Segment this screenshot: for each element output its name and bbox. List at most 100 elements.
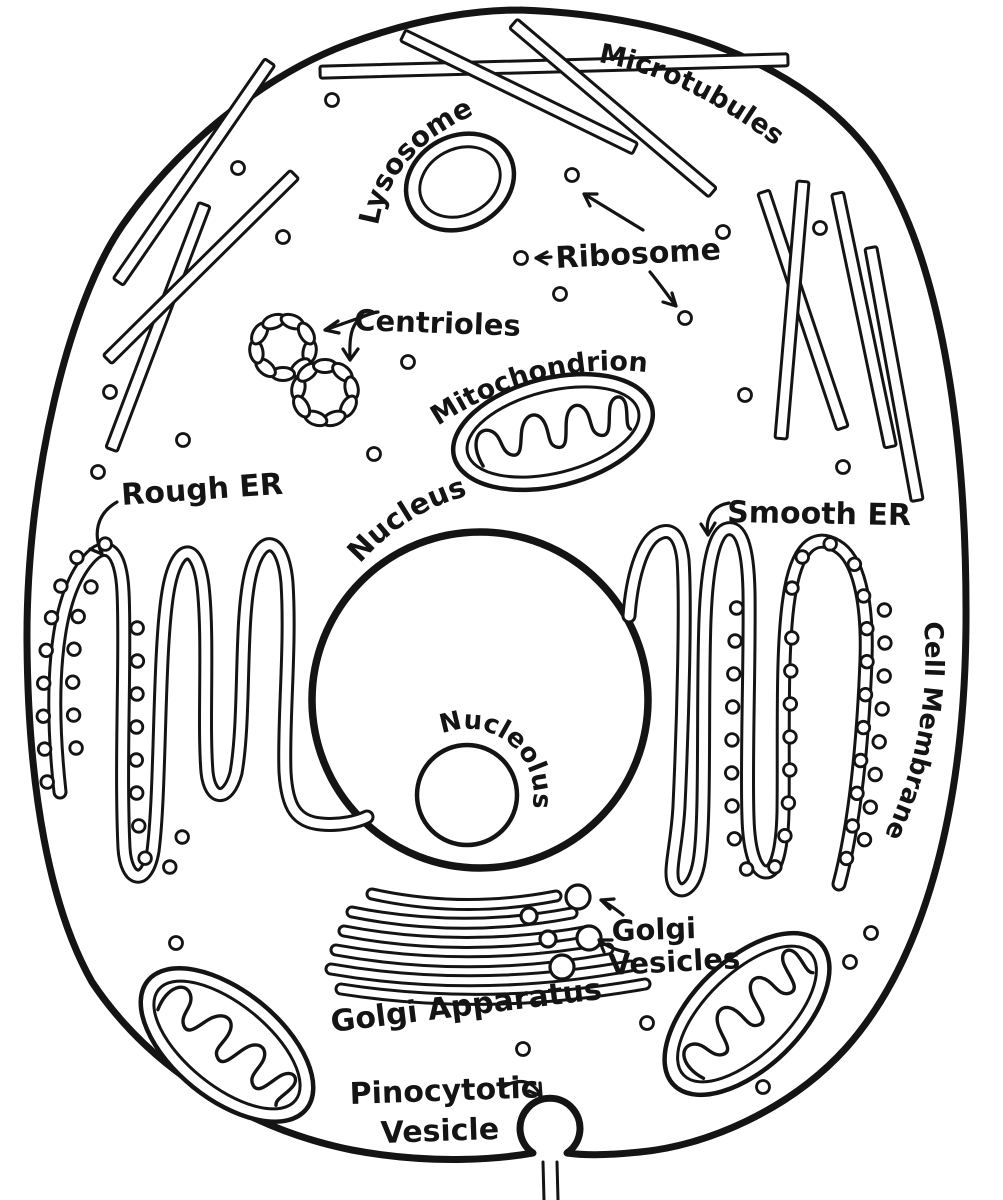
er-ribosome-dot bbox=[39, 774, 55, 790]
ribosome-dot bbox=[400, 354, 416, 370]
pinocytotic-label-line2: Vesicle bbox=[380, 1112, 500, 1151]
microtubule-rod bbox=[863, 245, 925, 503]
ribosome-dot bbox=[737, 387, 753, 403]
er-ribosome-dot bbox=[782, 762, 798, 778]
er-ribosome-dot bbox=[726, 831, 743, 847]
golgi-vesicles-arrow-1 bbox=[599, 897, 625, 917]
microtubule-rod bbox=[104, 201, 212, 453]
er-ribosome-dot bbox=[97, 536, 113, 552]
er-ribosome-dot bbox=[162, 859, 178, 875]
er-ribosome-dot bbox=[794, 549, 811, 565]
microtubule-rod bbox=[830, 190, 898, 450]
er-ribosome-dot bbox=[129, 653, 146, 669]
er-ribosome-dot bbox=[838, 850, 855, 867]
er-ribosome-dot bbox=[65, 707, 82, 723]
er-ribosome-dots bbox=[35, 536, 893, 877]
microtubules-group bbox=[102, 18, 925, 503]
ribosome-dot bbox=[863, 925, 879, 941]
er-ribosome-dot bbox=[876, 668, 892, 684]
er-ribosome-dot bbox=[857, 687, 874, 703]
er-ribosome-dot bbox=[852, 752, 869, 769]
ribosome-dot bbox=[230, 160, 246, 176]
golgi-vesicle bbox=[575, 924, 603, 952]
golgi-vesicles-label-line2: Vesicles bbox=[608, 941, 741, 982]
er-ribosome-dot bbox=[35, 708, 52, 724]
er-ribosome-dot bbox=[36, 741, 53, 757]
centrioles-label: Centrioles bbox=[354, 303, 522, 343]
ribosome-dot bbox=[168, 935, 184, 951]
microtubule-rod bbox=[102, 169, 300, 365]
smooth-er-arrow bbox=[699, 501, 731, 537]
er-ribosome-dot bbox=[782, 729, 798, 745]
er-ribosome-dot bbox=[131, 818, 147, 834]
ribosome-dot bbox=[366, 446, 382, 462]
microtubule-rod bbox=[112, 57, 276, 287]
er-ribosome-dot bbox=[128, 752, 145, 768]
er-ribosome-dot bbox=[129, 686, 145, 702]
er-ribosome-dot bbox=[66, 641, 82, 657]
er-ribosome-dot bbox=[728, 600, 745, 616]
er-ribosome-dot bbox=[849, 785, 865, 802]
golgi-vesicles-label-line1: Golgi bbox=[611, 911, 697, 948]
cell-membrane-label: Cell Membrane bbox=[878, 621, 948, 845]
golgi-vesicle bbox=[519, 906, 539, 926]
er-ribosome-dot bbox=[846, 556, 863, 573]
er-ribosome-dot bbox=[129, 620, 145, 636]
er-ribosome-dot bbox=[784, 630, 800, 646]
er-ribosome-dot bbox=[724, 765, 740, 781]
er-ribosome-dot bbox=[724, 732, 740, 748]
lysosome-shape bbox=[403, 131, 517, 233]
er-ribosome-dot bbox=[877, 635, 893, 651]
centriole-petal bbox=[296, 321, 316, 346]
free-ribosomes-group bbox=[90, 92, 879, 1095]
ribosome-dot bbox=[812, 220, 828, 236]
er-ribosome-dot bbox=[855, 719, 872, 736]
microtubule-rod bbox=[773, 179, 811, 441]
ribosome-dot bbox=[513, 250, 529, 266]
er-ribosome-dot bbox=[724, 798, 740, 814]
ribosome-dot bbox=[755, 1079, 771, 1095]
golgi-vesicle bbox=[548, 953, 576, 981]
pinocytotic-channel bbox=[541, 1160, 560, 1200]
ribosome-arrow-left bbox=[534, 250, 553, 266]
centriole-petal bbox=[292, 394, 312, 419]
er-ribosome-dot bbox=[844, 818, 861, 834]
pinocytotic-label-line1: Pinocytotic bbox=[349, 1070, 539, 1112]
er-ribosome-dot bbox=[68, 740, 84, 756]
ribosome-dot bbox=[564, 167, 580, 183]
er-ribosome-dot bbox=[867, 766, 883, 783]
er-ribosome-dot bbox=[174, 829, 190, 845]
er-ribosome-dot bbox=[64, 674, 81, 690]
ribosome-dot bbox=[90, 464, 106, 480]
er-ribosome-dot bbox=[822, 536, 838, 552]
er-ribosome-dot bbox=[53, 578, 69, 594]
er-ribosome-dot bbox=[876, 602, 893, 618]
ribosome-dot bbox=[835, 459, 851, 475]
ribosome-dot bbox=[102, 384, 118, 400]
golgi-vesicles-group bbox=[519, 883, 603, 981]
er-ribosome-dot bbox=[767, 859, 783, 875]
golgi-vesicle bbox=[538, 929, 558, 949]
er-ribosome-dot bbox=[70, 608, 86, 625]
er-ribosome-dot bbox=[871, 734, 887, 750]
ribosome-label: Ribosome bbox=[555, 232, 722, 276]
microtubule-rod bbox=[399, 29, 639, 155]
er-ribosome-dot bbox=[782, 696, 799, 712]
golgi-vesicles-arrow-2 bbox=[597, 938, 629, 954]
er-ribosome-dot bbox=[726, 666, 742, 682]
er-ribosome-dot bbox=[784, 580, 800, 596]
ribosome-dot bbox=[677, 310, 693, 326]
er-ribosome-dot bbox=[874, 701, 890, 717]
ribosome-dot bbox=[552, 286, 568, 302]
smooth-er-shape bbox=[629, 529, 866, 890]
er-ribosome-dot bbox=[43, 610, 60, 626]
er-ribosome-dot bbox=[137, 850, 153, 866]
er-ribosome-dot bbox=[859, 621, 875, 637]
er-ribosome-dot bbox=[725, 699, 741, 715]
er-ribosome-dot bbox=[83, 579, 99, 595]
er-ribosome-dot bbox=[856, 832, 873, 848]
ribosome-dot bbox=[715, 224, 731, 240]
cell-membrane-outline bbox=[23, 6, 970, 1163]
er-ribosome-dot bbox=[128, 719, 145, 735]
